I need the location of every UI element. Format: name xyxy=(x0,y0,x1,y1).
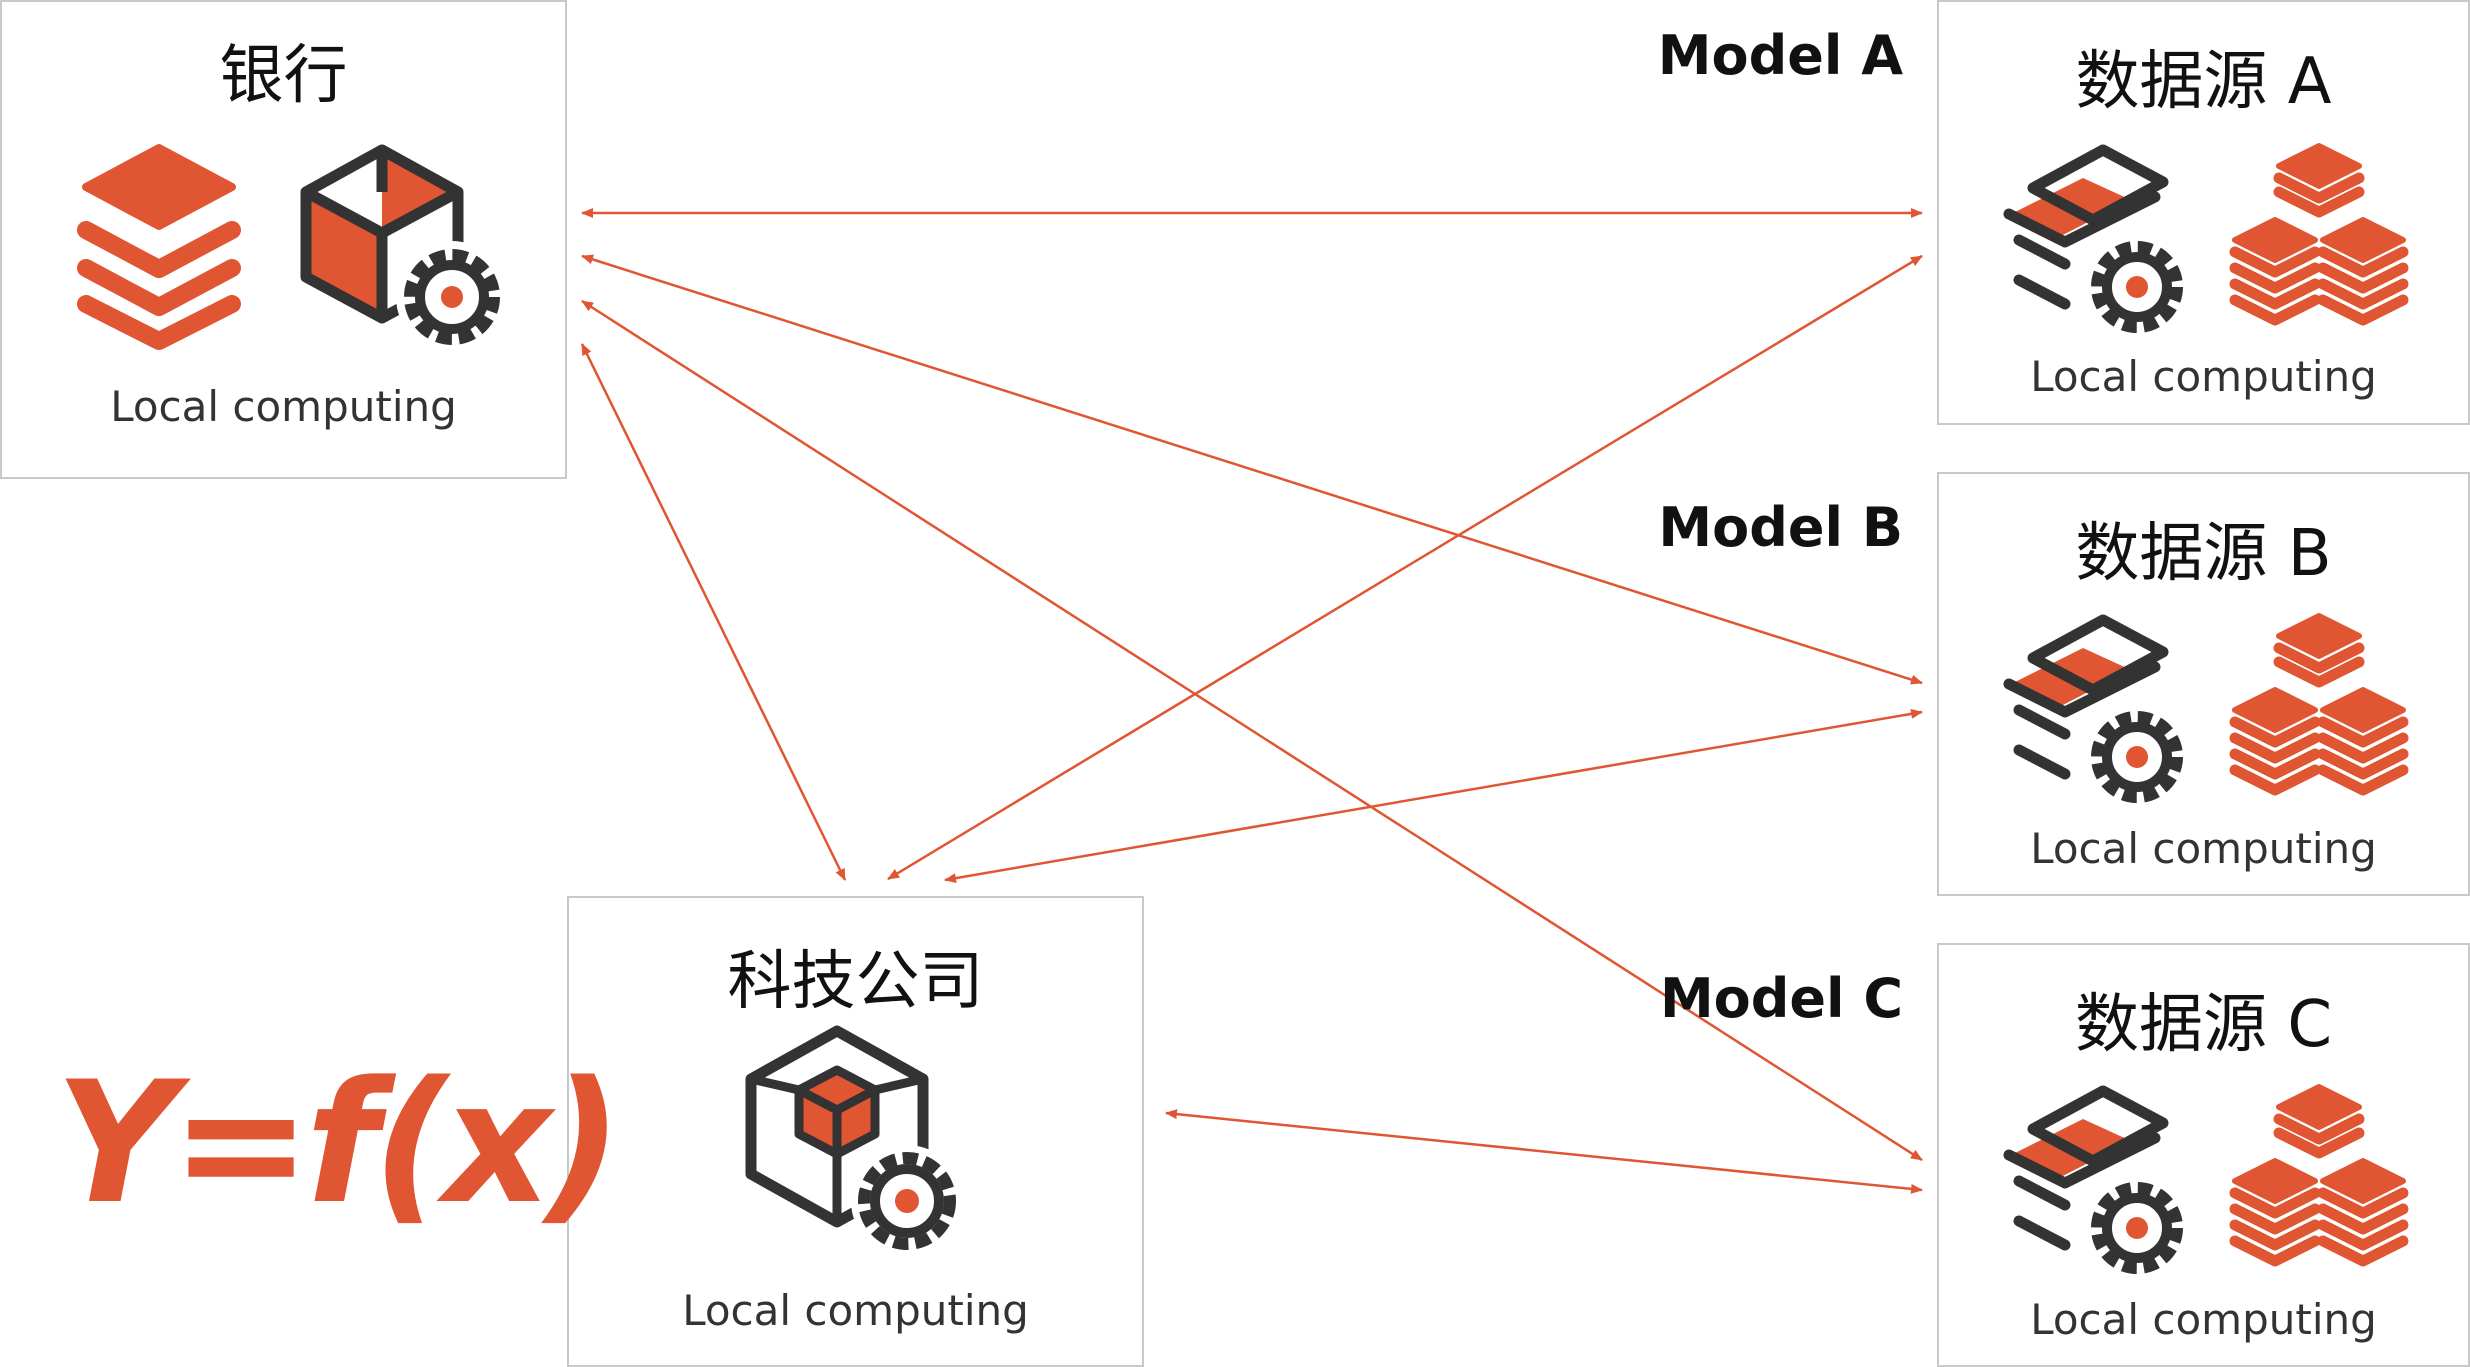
arrow-tech-source-a xyxy=(887,254,1923,881)
stacked-database-pyramid-icon xyxy=(2229,143,2409,326)
bank-title: 银行 xyxy=(219,39,348,113)
model-c-label: Model C xyxy=(1659,967,1903,1030)
layers-gear-icon xyxy=(2003,144,2189,339)
data-source-c-title: 数据源 C xyxy=(2074,988,2333,1062)
data-source-a-title: 数据源 A xyxy=(2075,45,2332,119)
model-a-label: Model A xyxy=(1657,24,1903,87)
data-source-b-caption: Local computing xyxy=(2030,824,2377,873)
bank-caption: Local computing xyxy=(110,382,457,431)
arrow-bank-source-b xyxy=(581,254,1923,685)
data-source-b-node: 数据源 B Local computing xyxy=(1937,472,2470,896)
formula-text: Y=f(x) xyxy=(55,1045,622,1241)
layers-gear-icon xyxy=(2003,614,2189,809)
tech-company-node: 科技公司 Local computing xyxy=(567,896,1144,1367)
stacked-database-pyramid-icon xyxy=(2229,613,2409,796)
arrow-tech-source-c xyxy=(1165,1109,1923,1194)
data-source-b-title: 数据源 B xyxy=(2075,517,2332,591)
layers-gear-icon xyxy=(2003,1085,2189,1280)
cube-gear-icon xyxy=(300,144,508,353)
model-b-label: Model B xyxy=(1658,496,1903,559)
arrow-tech-source-b xyxy=(944,708,1923,884)
tech-company-title: 科技公司 xyxy=(727,945,984,1019)
database-stack-icon xyxy=(77,144,241,350)
data-source-c-node: 数据源 C Local computing xyxy=(1937,943,2470,1367)
data-source-a-node: 数据源 A Local computing xyxy=(1937,0,2470,425)
stacked-database-pyramid-icon xyxy=(2229,1084,2409,1267)
arrow-bank-tech xyxy=(580,343,847,881)
cube-gear-icon xyxy=(745,1025,963,1257)
tech-company-caption: Local computing xyxy=(682,1286,1029,1335)
bank-node: 银行 Local computing xyxy=(0,0,567,479)
data-source-c-caption: Local computing xyxy=(2030,1295,2377,1344)
data-source-a-caption: Local computing xyxy=(2030,352,2377,401)
